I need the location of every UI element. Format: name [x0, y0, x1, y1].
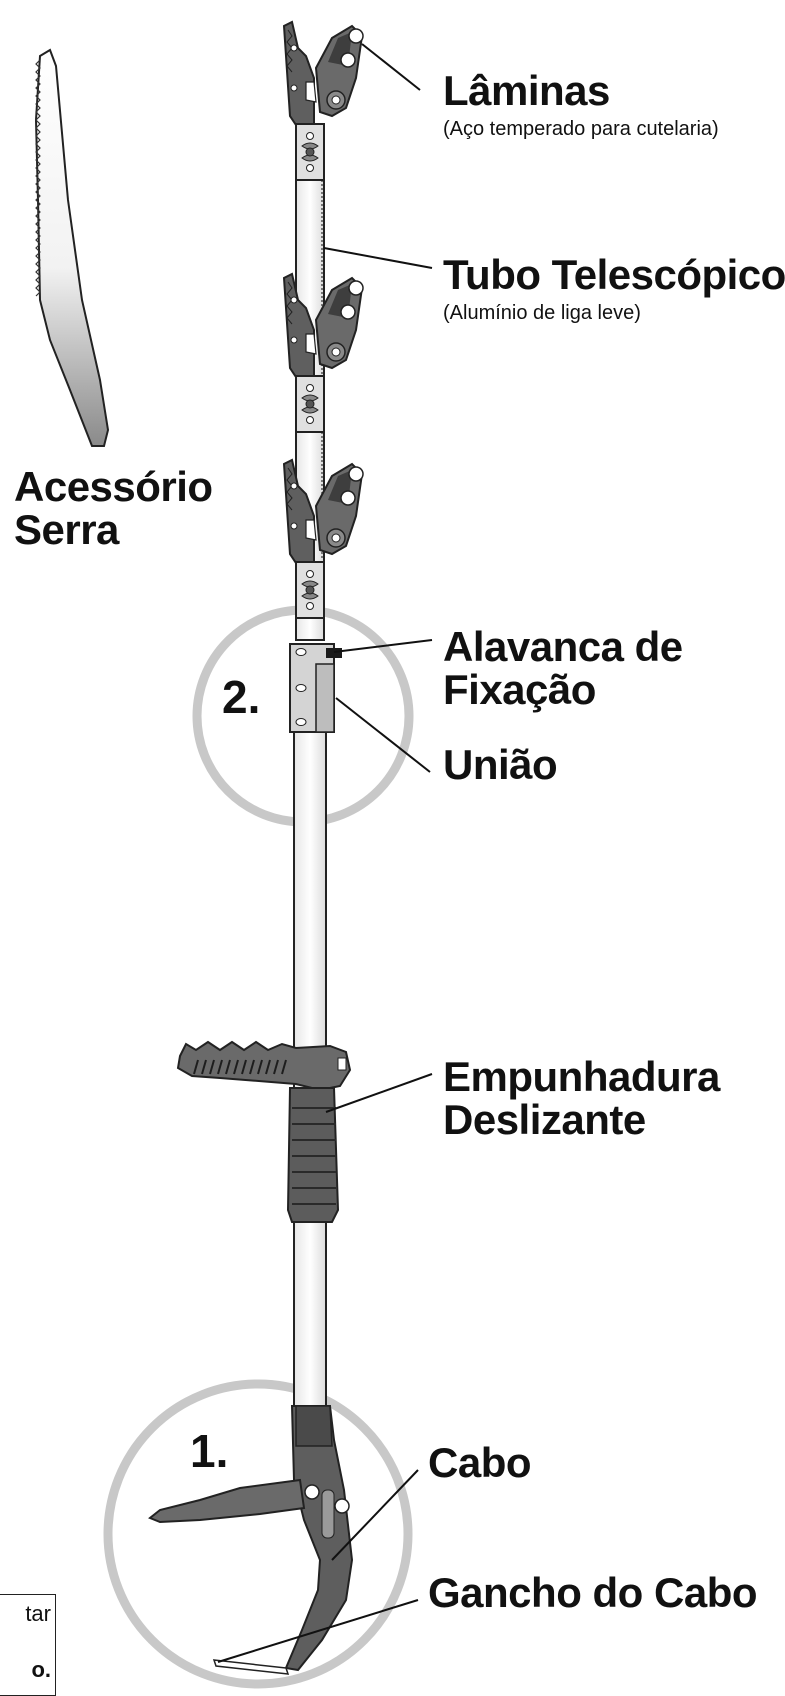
coupling-middle	[295, 375, 325, 433]
label-cabo: Cabo	[428, 1439, 532, 1486]
coupling-bottom	[295, 561, 325, 619]
saw-blade	[34, 48, 110, 447]
label-empunhadura-deslizante: Empunhadura Deslizante	[443, 1053, 720, 1143]
saw-teeth	[35, 59, 41, 297]
label-laminas-subtitle: (Aço temperado para cutelaria)	[443, 117, 719, 140]
label-gancho-do-cabo: Gancho do Cabo	[428, 1569, 758, 1616]
label-acessorio-serra: Acessório Serra	[14, 463, 213, 553]
cut-off-note-line2: o.	[31, 1657, 51, 1682]
label-tubo-telescopico: Tubo Telescópico (Alumínio de liga leve)	[443, 251, 785, 324]
callout-number-2: 2.	[222, 671, 261, 723]
cut-off-note-box: tar o.	[0, 1594, 56, 1696]
label-uniao: União	[443, 741, 558, 788]
label-laminas: Lâminas (Aço temperado para cutelaria)	[443, 67, 719, 140]
cut-off-note-line1: tar	[25, 1601, 51, 1626]
callout-circle-1	[103, 1379, 413, 1689]
sliding-grip	[176, 1040, 352, 1223]
leader-lines	[217, 43, 433, 1663]
coupling-top	[295, 123, 325, 181]
label-alavanca-fixacao: Alavanca de Fixação	[443, 623, 683, 713]
label-tubo-subtitle: (Alumínio de liga leve)	[443, 301, 641, 324]
callout-number-1: 1.	[190, 1425, 229, 1477]
blade-head-top	[283, 21, 364, 129]
handle-assembly	[148, 1405, 354, 1675]
locking-union	[289, 643, 342, 733]
